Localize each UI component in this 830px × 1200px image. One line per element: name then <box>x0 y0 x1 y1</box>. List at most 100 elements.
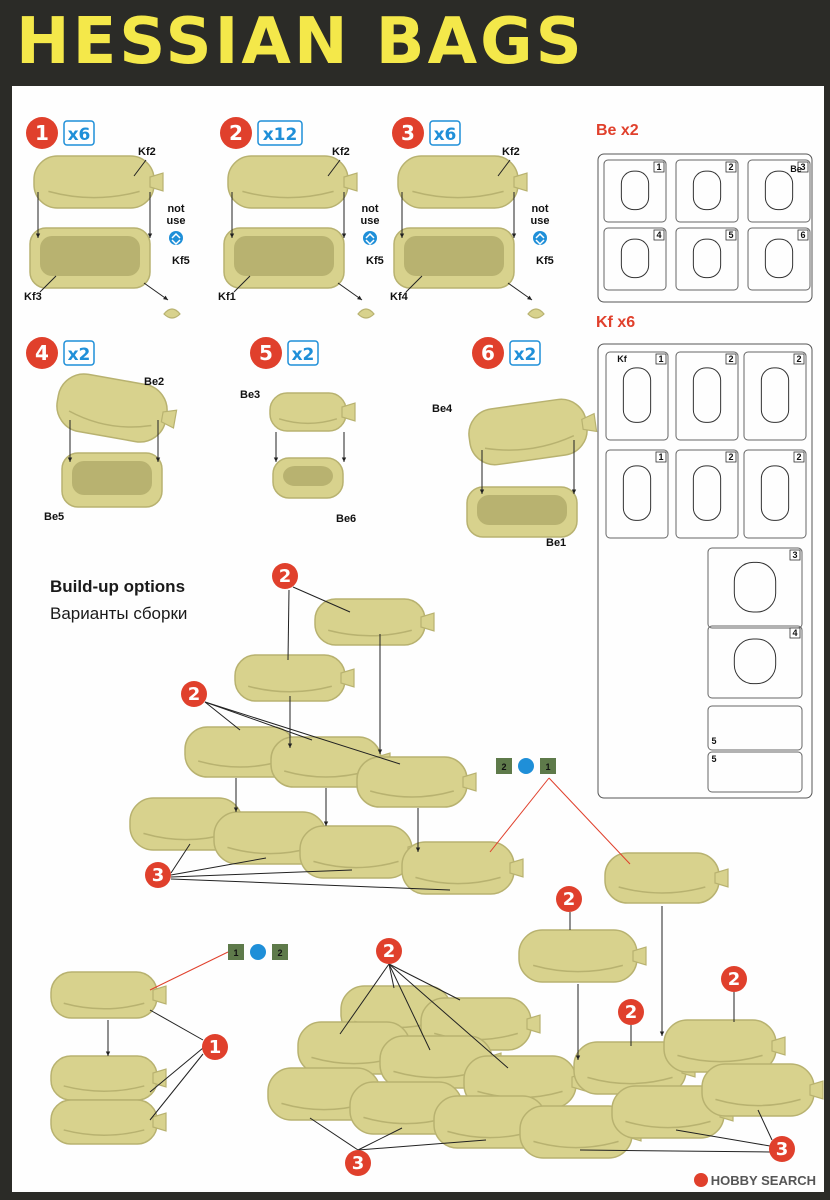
sandbag-tie <box>462 772 477 792</box>
leader-line <box>388 963 395 989</box>
leader-line <box>149 1009 204 1041</box>
leader-line <box>357 1139 487 1151</box>
sandbag-seam <box>677 1054 763 1063</box>
sprue-kf-cell: 1 <box>605 351 669 441</box>
sandbag-tie <box>340 668 355 688</box>
cell-number: 3 <box>800 162 805 172</box>
part-label-top: Kf2 <box>502 146 520 158</box>
sandbag-body <box>50 971 158 1019</box>
option-leader <box>548 777 631 865</box>
cell-number: 2 <box>728 354 733 364</box>
step-number-circle <box>250 337 282 369</box>
arrow-head <box>35 233 41 238</box>
sandbag-body <box>50 1055 158 1101</box>
leader-line <box>405 275 423 293</box>
sandbag-body <box>299 825 413 879</box>
bottom-border <box>0 1192 830 1200</box>
sandbag-body <box>269 392 347 432</box>
qty-box <box>287 340 319 366</box>
option-swap-icon <box>518 758 534 774</box>
part-label-bottom: Kf3 <box>24 291 42 303</box>
sandbag-seam <box>242 190 334 199</box>
cell-number-box <box>655 353 667 365</box>
leader-line <box>170 878 451 891</box>
part-label-bottom: Kf1 <box>218 291 236 303</box>
arrow-head <box>229 233 235 238</box>
cell-part-outline <box>692 367 722 423</box>
tray-inner <box>283 466 333 486</box>
leader-line <box>204 701 241 731</box>
sprue-kf-cell: 4 <box>707 625 803 699</box>
qty-box <box>429 120 461 146</box>
not-use-label: use <box>167 215 186 227</box>
arrow-head <box>571 489 577 494</box>
sprue-be-cell: 2 <box>675 159 739 223</box>
step-quantity: x6 <box>434 125 457 145</box>
cell-part-outline <box>760 465 790 521</box>
option-swap-icon <box>250 944 266 960</box>
part-label-top: Kf2 <box>332 146 350 158</box>
not-use-label: not <box>531 203 548 215</box>
sandbag-tie <box>714 868 729 888</box>
badge-circle <box>345 1150 371 1176</box>
part-label-bottom: Kf4 <box>390 291 409 303</box>
step-5-top-half <box>269 392 356 432</box>
option-box-left <box>228 944 244 960</box>
sandbag-body <box>234 654 346 702</box>
option-leader <box>489 777 550 853</box>
stack-c-bag <box>50 1099 167 1145</box>
not-use-arrows <box>171 232 181 246</box>
cell-number: 3 <box>792 550 797 560</box>
step-4-top-half <box>56 373 178 443</box>
left-border <box>0 86 12 1200</box>
cell-number-box <box>797 161 809 173</box>
sandbag-body <box>518 929 638 983</box>
step-number: 4 <box>35 341 49 365</box>
sandbag-body <box>33 155 155 209</box>
sandbag-tie <box>509 858 524 878</box>
sandbag-tie <box>152 985 167 1005</box>
step-number: 6 <box>481 341 495 365</box>
sprue-kf-cell: 2 <box>743 351 807 441</box>
sprue-be-tag: Be <box>790 164 802 174</box>
sandbag-body <box>468 398 588 466</box>
qty-box <box>63 340 95 366</box>
badge-circle <box>181 681 207 707</box>
step-1-bottom-half <box>29 227 151 289</box>
cell-part-outline <box>622 465 652 521</box>
cell-part-outline <box>760 367 790 423</box>
leader-line <box>579 1149 771 1153</box>
option-box-left <box>496 758 512 774</box>
assembly-arrow <box>337 282 363 301</box>
sandbag-seam <box>63 1002 145 1010</box>
cell-part-outline <box>692 170 722 211</box>
page-title: HESSIAN BAGS <box>16 5 585 79</box>
step-6-top-half <box>468 398 598 466</box>
badge-number: 2 <box>383 941 396 962</box>
leader-line <box>388 963 461 1001</box>
leader-line <box>170 857 267 876</box>
arrow-head <box>273 457 279 462</box>
cell-number-box <box>793 451 805 463</box>
arrow-head <box>105 1051 111 1056</box>
sandbag-seam <box>369 790 455 798</box>
cell-number-box <box>653 229 665 241</box>
sandbag-body <box>701 1063 815 1117</box>
sprue-kf-cell: 2 <box>675 351 739 441</box>
sprue-be-frame <box>597 153 813 303</box>
badge-number: 2 <box>563 889 576 910</box>
step-number-circle <box>392 117 424 149</box>
leader-line <box>39 275 57 293</box>
sprue-kf-cell-number: 5 <box>711 736 716 746</box>
stack-b-bag <box>701 1063 824 1117</box>
not-use-label: use <box>531 215 550 227</box>
sprue-kf-tie-cell <box>707 751 803 793</box>
sandbag-seam <box>63 1085 145 1092</box>
arrow-head <box>147 233 153 238</box>
step-5-bottom-half <box>272 457 344 499</box>
arrow-head <box>399 233 405 238</box>
sandbag-tie <box>526 1014 541 1034</box>
cell-frame <box>707 625 803 699</box>
